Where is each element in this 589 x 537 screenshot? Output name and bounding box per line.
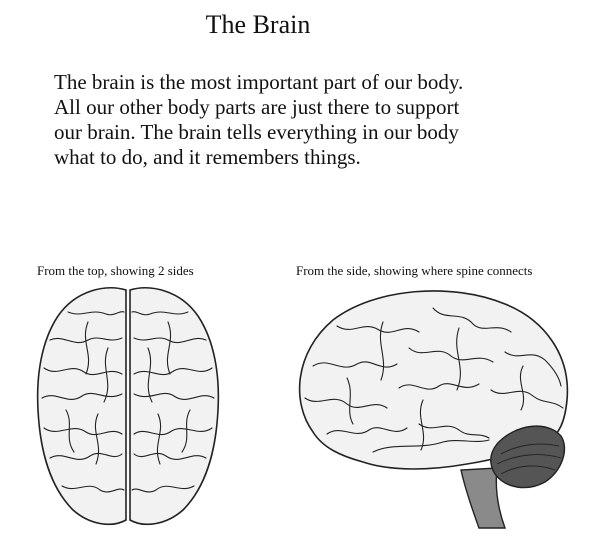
cerebrum xyxy=(298,290,569,470)
brain-side-view-illustration xyxy=(298,290,569,529)
paragraph-line: All our other body parts are just there … xyxy=(54,95,460,119)
paragraph-line: The brain is the most important part of … xyxy=(54,70,464,94)
side-view-folds xyxy=(304,307,564,453)
top-view-folds xyxy=(41,311,215,493)
paragraph-line: what to do, and it remembers things. xyxy=(54,145,361,169)
right-hemisphere xyxy=(129,287,220,526)
cerebellum xyxy=(490,425,566,489)
top-view-caption: From the top, showing 2 sides xyxy=(37,263,194,278)
left-hemisphere xyxy=(36,287,127,526)
page-title: The Brain xyxy=(205,10,311,39)
intro-paragraph: The brain is the most important part of … xyxy=(54,70,554,170)
paragraph-line: our brain. The brain tells everything in… xyxy=(54,120,459,144)
cerebellum-folds xyxy=(496,443,562,475)
side-view-caption: From the side, showing where spine conne… xyxy=(296,263,533,278)
brain-top-view-illustration xyxy=(36,287,220,526)
brainstem xyxy=(460,467,506,529)
